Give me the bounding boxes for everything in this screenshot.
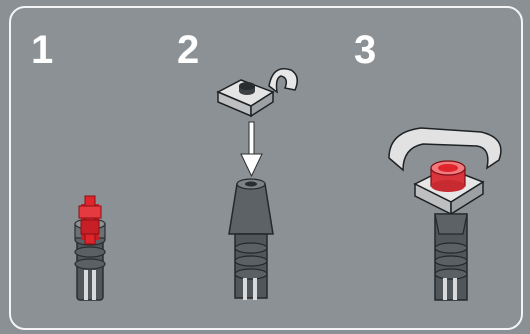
step-3-assembled-part	[389, 128, 501, 300]
instruction-illustration	[11, 8, 521, 328]
step-1-part	[75, 196, 105, 300]
down-arrow	[241, 122, 262, 176]
step-2-cone-connector	[229, 179, 273, 300]
instruction-panel: 1 2 3	[9, 6, 523, 330]
step-2-plate	[218, 69, 297, 116]
